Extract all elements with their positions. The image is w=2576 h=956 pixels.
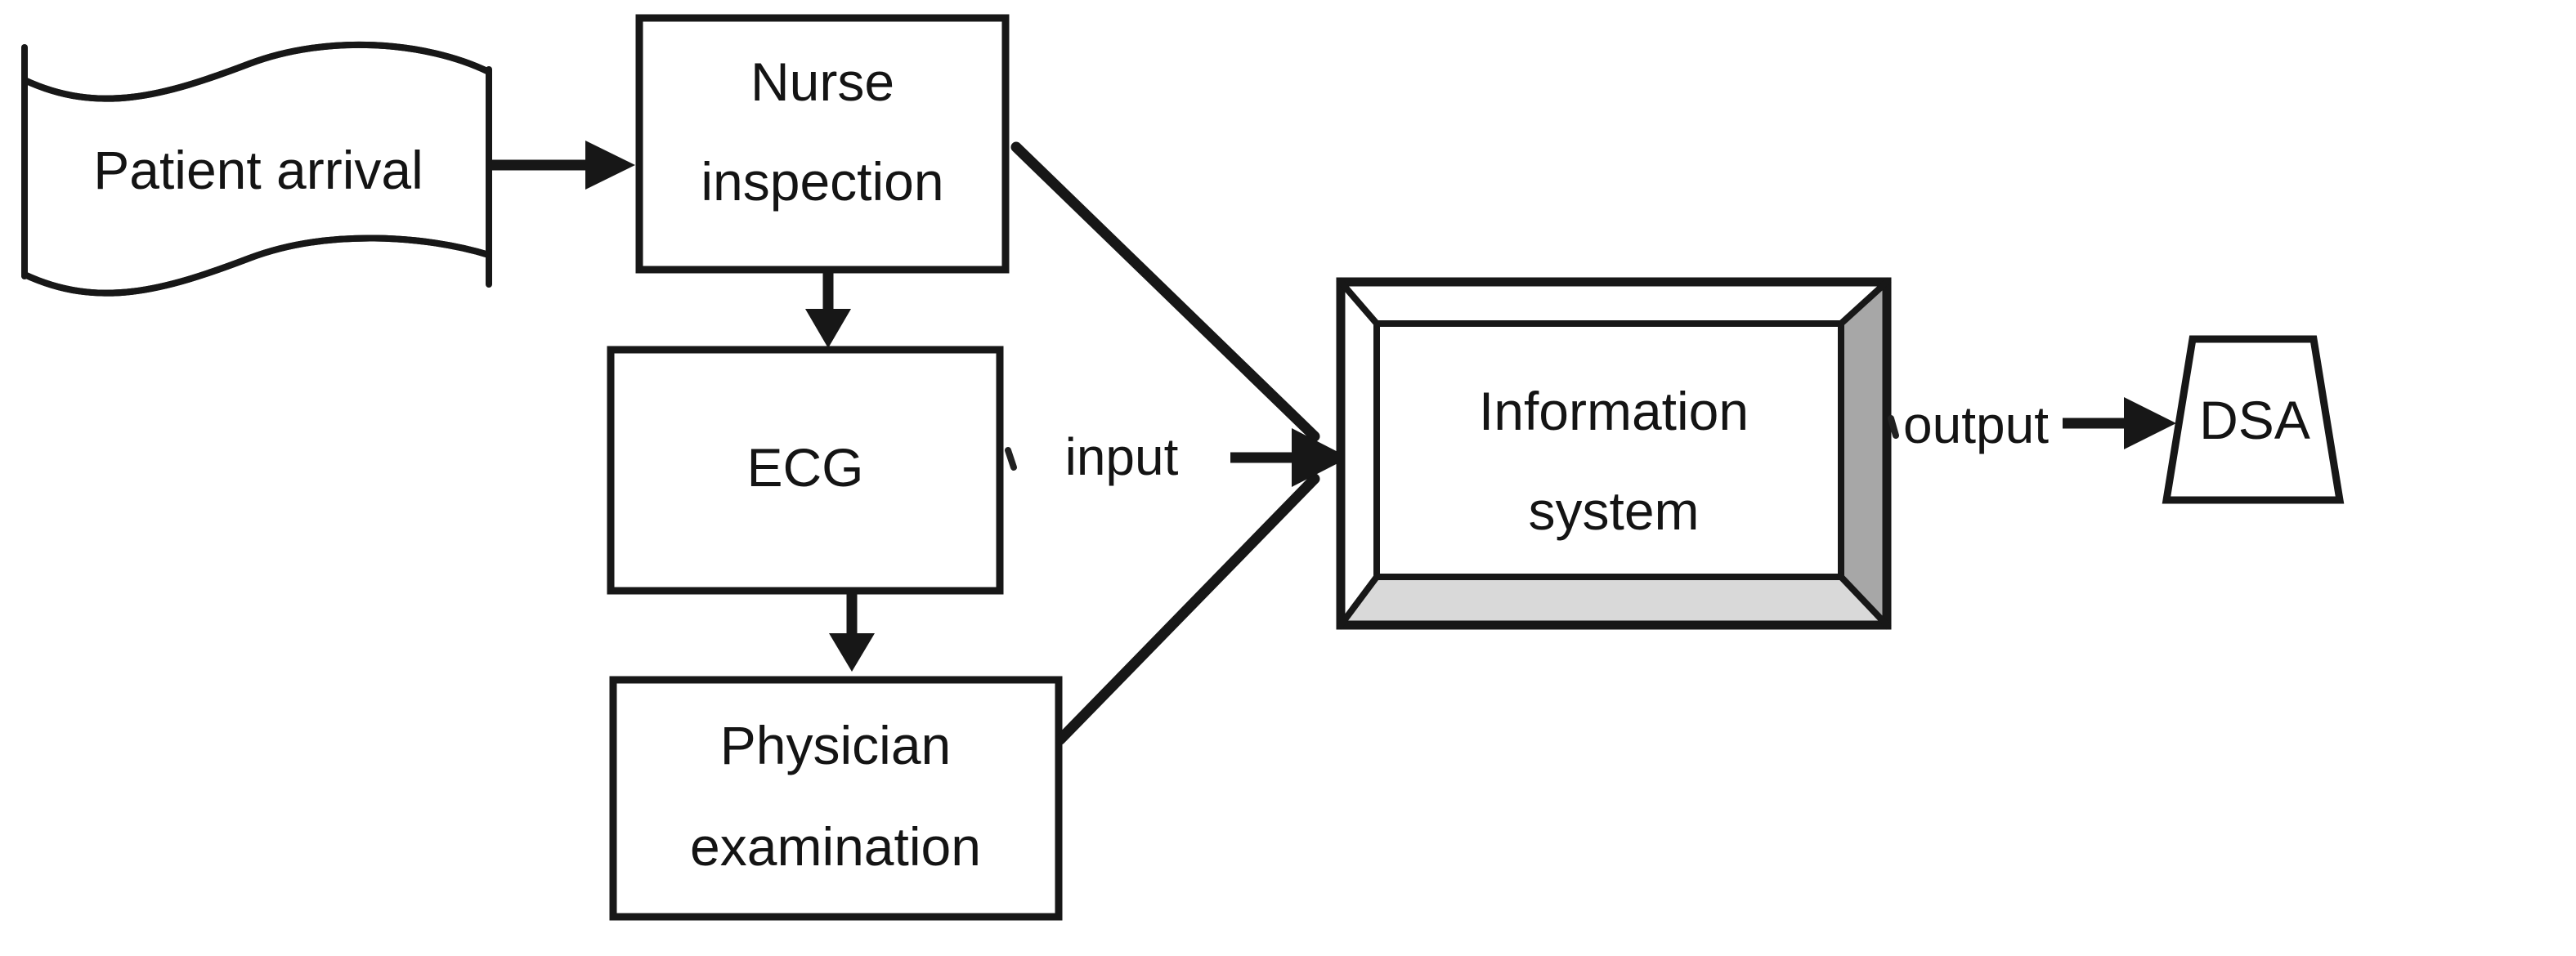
- edge-physician-to-information-system: [1055, 473, 1320, 745]
- information-system-bottom-bevel: [1341, 577, 1887, 625]
- output-label: output: [1903, 395, 2049, 454]
- arrow-ecg-to-physician: [829, 592, 875, 672]
- information-system-inner-screen: [1373, 320, 1844, 580]
- arrow-output: [2063, 397, 2176, 449]
- ecg-box: [607, 346, 1004, 595]
- node-dsa: DSA: [2162, 335, 2345, 504]
- arrowhead-down-icon: [805, 309, 851, 348]
- nurse-inspection-box: [635, 14, 1010, 274]
- arrowhead-right-icon: [1292, 428, 1349, 487]
- bevel-corner-line: [1836, 277, 1892, 328]
- arrow-patient-to-nurse: [489, 141, 635, 190]
- physician-examination-box: [609, 676, 1063, 921]
- arrow-nurse-to-ecg: [805, 271, 851, 348]
- information-system-label-line1: Information: [1479, 381, 1749, 441]
- node-information-system: Information system: [1336, 277, 1892, 630]
- bevel-corner-line: [1336, 277, 1382, 328]
- patient-arrival-label: Patient arrival: [93, 140, 423, 200]
- wave-bottom-edge: [21, 235, 492, 297]
- information-system-label-line2: system: [1528, 480, 1699, 541]
- node-ecg: ECG: [607, 346, 1004, 595]
- arrowhead-right-icon: [2124, 397, 2176, 449]
- arrowhead-down-icon: [829, 633, 875, 672]
- arrowhead-right-icon: [585, 141, 635, 190]
- ecg-label: ECG: [746, 437, 863, 498]
- diagonal-connector: [1055, 473, 1320, 745]
- stray-dash-icon: [1888, 415, 1899, 439]
- bevel-corner-line: [1836, 572, 1892, 630]
- information-system-outer-frame: [1336, 277, 1892, 630]
- physician-examination-label-line2: examination: [690, 816, 981, 877]
- nurse-inspection-label-line2: inspection: [701, 151, 943, 212]
- node-patient-arrival: Patient arrival: [21, 41, 492, 297]
- wave-top-edge: [21, 41, 492, 102]
- node-physician-examination: Physician examination: [609, 676, 1063, 921]
- nurse-inspection-label-line1: Nurse: [750, 51, 894, 112]
- information-system-right-bevel: [1841, 282, 1887, 625]
- input-label: input: [1065, 427, 1179, 486]
- dsa-trapezoid: [2162, 335, 2345, 504]
- node-nurse-inspection: Nurse inspection: [635, 14, 1010, 274]
- stray-dash-icon: [1005, 447, 1017, 471]
- bevel-corner-line: [1336, 572, 1382, 630]
- edge-nurse-to-information-system: [1010, 141, 1320, 442]
- arrow-input: [1230, 428, 1349, 487]
- physician-examination-label-line1: Physician: [720, 715, 951, 775]
- dsa-label: DSA: [2199, 390, 2310, 450]
- diagonal-connector: [1010, 141, 1320, 442]
